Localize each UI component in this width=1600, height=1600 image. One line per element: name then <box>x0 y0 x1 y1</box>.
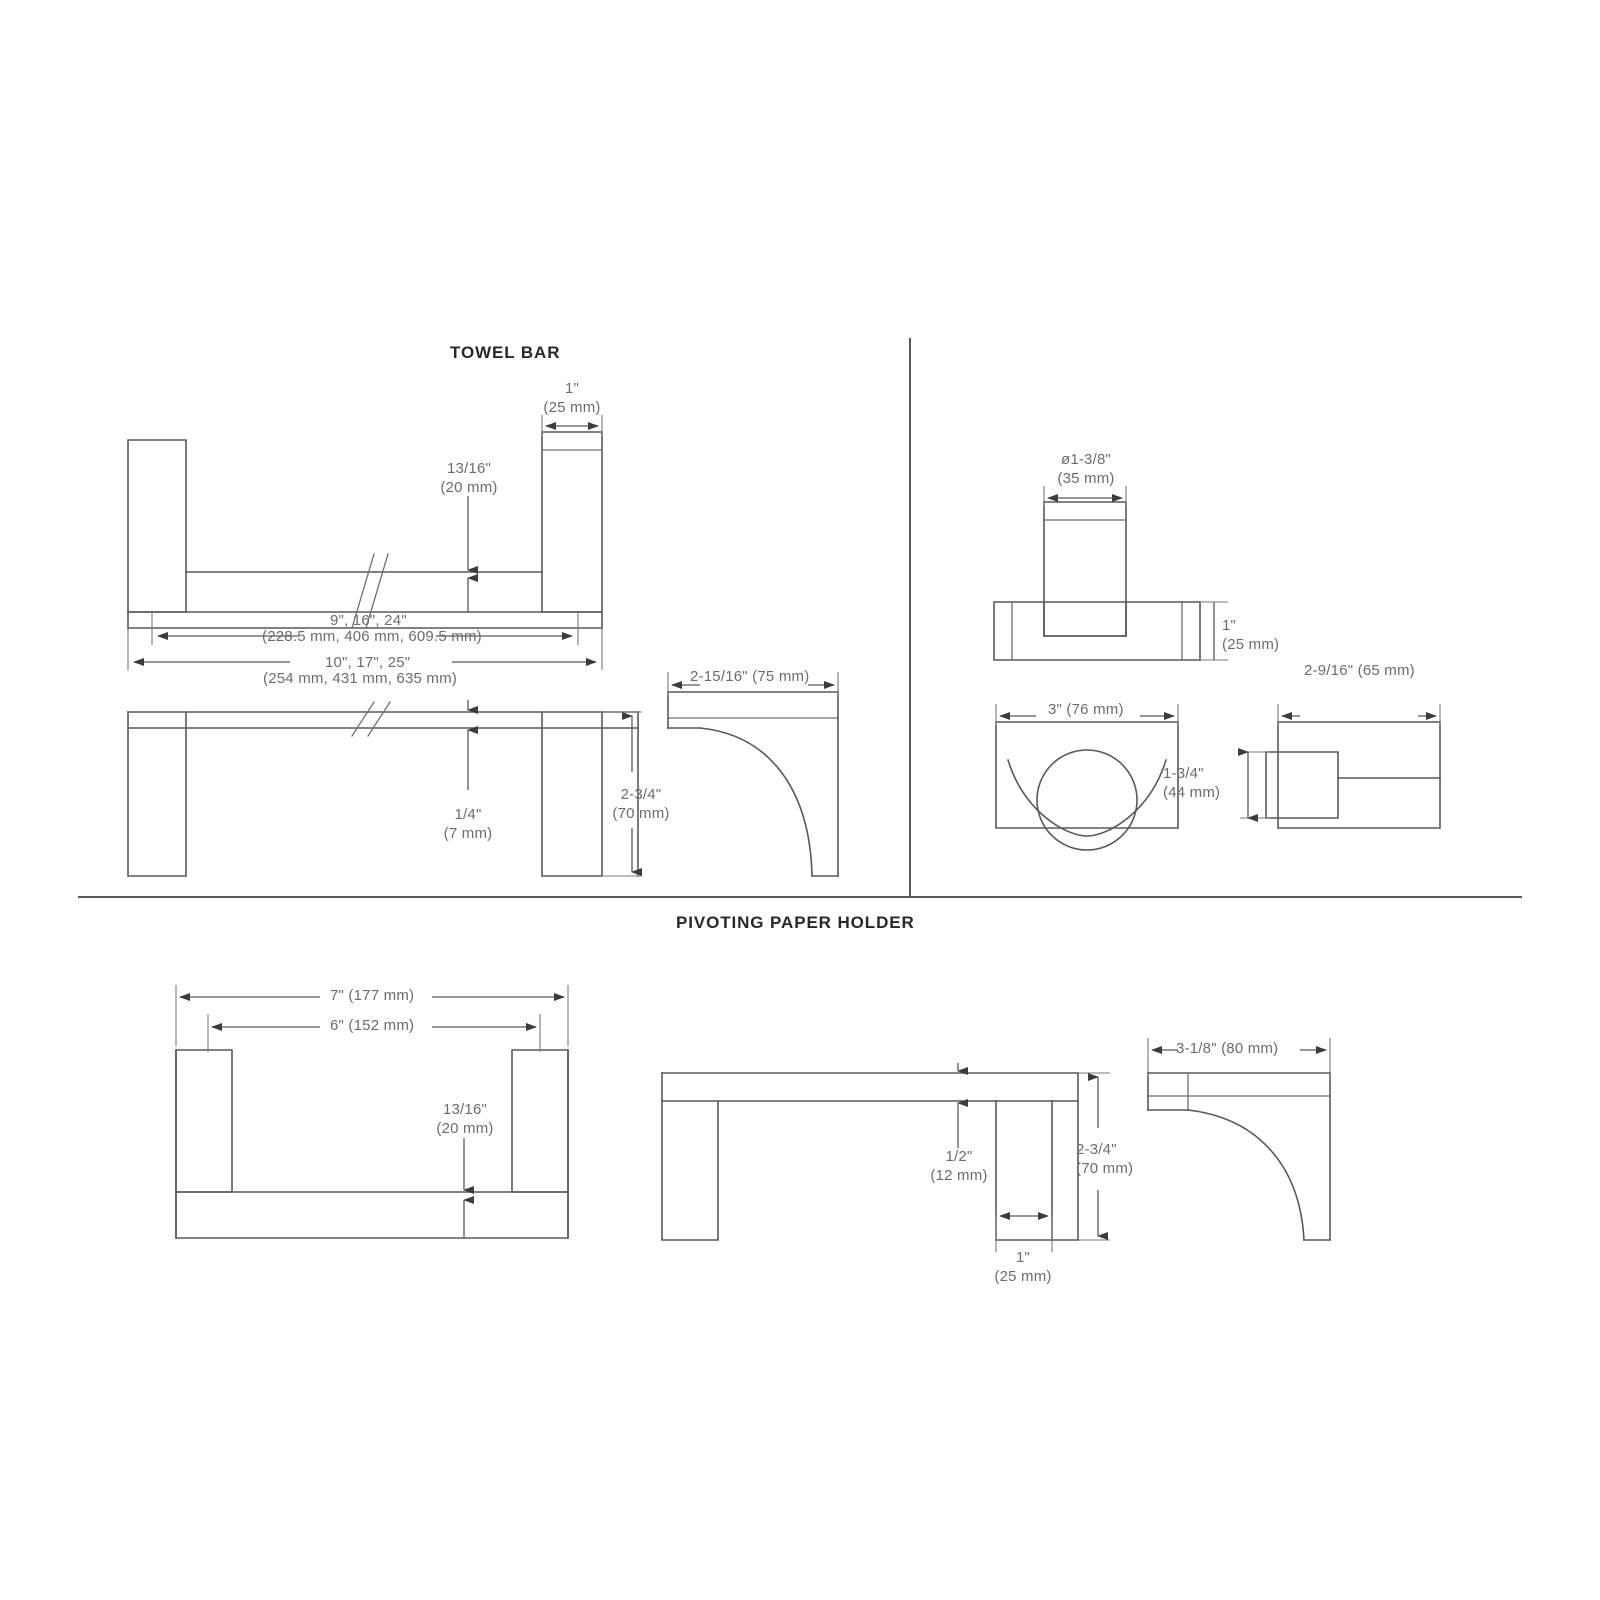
dim-label-towel-inner-span-metric: (228.5 mm, 406 mm, 609.5 mm) <box>262 628 482 645</box>
cradle-view <box>995 721 1179 851</box>
dim-paper-profile-depth <box>1147 1038 1331 1077</box>
section-title-towel-bar: TOWEL BAR <box>450 343 561 362</box>
dim-cradle-width <box>995 704 1179 726</box>
dim-value-metric: (12 mm) <box>930 1166 988 1184</box>
hook-front-elevation <box>993 501 1201 661</box>
dim-value-imperial: 1" <box>1222 617 1237 634</box>
dim-label-bracket-height: 1-3/4" (44 mm) <box>1163 765 1243 803</box>
dim-value-imperial: 2-3/4" <box>1076 1141 1117 1158</box>
dim-paper-inner-width <box>207 1014 541 1052</box>
dim-label-bracket-width: 2-9/16" (65 mm) <box>1304 662 1415 679</box>
dim-bracket-width <box>1277 704 1441 726</box>
dim-hook-plate-depth <box>1200 601 1228 661</box>
dim-label-paper-arm-thickness: 1/2" (12 mm) <box>927 1148 991 1186</box>
dim-label-paper-profile-depth: 3-1/8" (80 mm) <box>1176 1040 1279 1057</box>
section-title-paper-holder: PIVOTING PAPER HOLDER <box>676 913 915 932</box>
dim-label-towel-overall-span-imperial: 10", 17", 25" <box>325 654 411 671</box>
dim-value-imperial: 1" <box>564 380 580 397</box>
dim-label-towel-profile-depth: 2-15/16" (75 mm) <box>690 668 810 685</box>
dim-label-paper-inner-width: 6" (152 mm) <box>330 1017 415 1034</box>
dim-label-towel-overall-span-metric: (254 mm, 431 mm, 635 mm) <box>263 670 458 687</box>
dim-label-towel-rail-thickness: 13/16" (20 mm) <box>433 460 505 498</box>
dim-value-imperial: 13/16" <box>442 1101 488 1118</box>
dim-value-imperial: 13/16" <box>446 460 492 477</box>
dim-hook-diameter <box>1043 486 1127 506</box>
dim-bracket-height <box>1238 748 1270 822</box>
dim-value-metric: (70 mm) <box>612 804 670 822</box>
dim-value-imperial: 1/2" <box>945 1148 973 1165</box>
dim-value-imperial: 2-3/4" <box>620 786 662 803</box>
paper-holder-side-view <box>661 1072 1079 1241</box>
dim-label-hook-plate-depth: 1" (25 mm) <box>1222 617 1294 655</box>
dim-label-towel-post-height: 2-3/4" (70 mm) <box>602 786 680 824</box>
dim-label-paper-overall-width: 7" (177 mm) <box>330 987 415 1004</box>
towel-bar-plan-view <box>127 701 639 877</box>
paper-holder-front-elevation <box>175 1049 569 1239</box>
dim-label-hook-diameter: ø1-3/8" (35 mm) <box>1046 451 1126 489</box>
dim-value-imperial: 1" <box>1015 1249 1031 1266</box>
dim-value-metric: (25 mm) <box>543 398 601 416</box>
dim-value-metric: (70 mm) <box>1076 1159 1134 1177</box>
paper-holder-profile-view <box>1147 1072 1331 1241</box>
dim-paper-post-height <box>1078 1072 1110 1241</box>
dim-label-towel-inner-span-imperial: 9", 16", 24" <box>330 612 407 629</box>
dim-value-metric: (25 mm) <box>994 1267 1052 1285</box>
dim-towel-profile-depth <box>667 672 839 696</box>
dim-label-paper-post-width: 1" (25 mm) <box>992 1249 1054 1287</box>
dim-label-cradle-width: 3" (76 mm) <box>1048 701 1124 718</box>
dim-value-imperial: ø1-3/8" <box>1060 451 1112 468</box>
dim-value-imperial: 1-3/4" <box>1163 765 1204 782</box>
dim-paper-overall-width <box>175 985 569 1046</box>
dim-towel-post-width <box>541 415 603 437</box>
bracket-detail-view <box>1265 721 1441 829</box>
dim-value-metric: (35 mm) <box>1057 469 1115 487</box>
dim-towel-inner-span <box>151 612 579 645</box>
dim-label-towel-rail-depth: 1/4" (7 mm) <box>437 806 499 844</box>
dim-towel-post-height <box>602 711 642 877</box>
dim-paper-post-width <box>995 1212 1053 1252</box>
dim-towel-overall-span <box>127 628 603 670</box>
towel-bar-side-profile <box>667 691 839 877</box>
dim-value-metric: (25 mm) <box>1222 635 1280 653</box>
dim-value-metric: (7 mm) <box>443 824 493 842</box>
towel-bar-front-elevation <box>127 431 603 629</box>
dim-label-towel-post-width: 1" (25 mm) <box>537 380 607 418</box>
dim-label-paper-base-thickness: 13/16" (20 mm) <box>429 1101 501 1139</box>
dim-value-metric: (20 mm) <box>440 478 498 496</box>
dim-value-metric: (44 mm) <box>1163 783 1221 801</box>
dim-label-paper-post-height: 2-3/4" (70 mm) <box>1076 1141 1154 1179</box>
dim-value-metric: (20 mm) <box>436 1119 494 1137</box>
dim-value-imperial: 1/4" <box>454 806 482 823</box>
